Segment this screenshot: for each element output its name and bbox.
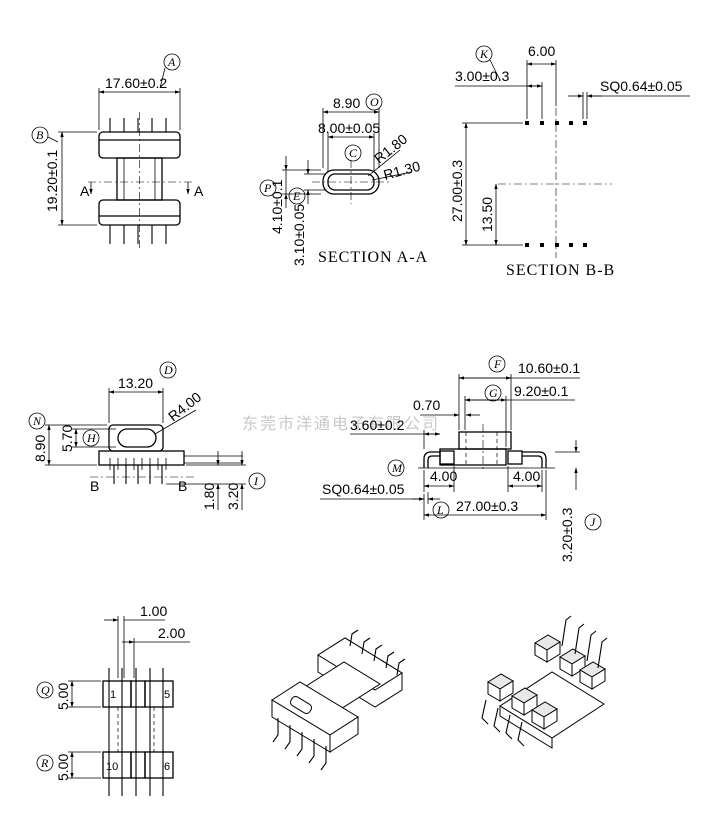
side-slot-width: 13.20 [118, 375, 153, 391]
pin-label-6: 6 [164, 761, 170, 773]
callout-h: H [86, 431, 97, 445]
isometric-bobbin [271, 629, 406, 771]
pin-side-view: 10.60±0.1 F 9.20±0.1 G 0.70 3.60±0.2 M 4… [320, 355, 602, 562]
callout-l: L [436, 503, 444, 517]
pin-label-10: 10 [106, 761, 118, 773]
pin-flange-width: 10.60±0.1 [518, 360, 580, 376]
pin-pitch-left: 4.00 [430, 468, 457, 484]
front-width-dim: 17.60±0.2 [105, 75, 167, 91]
section-mark-b-right: B [178, 478, 187, 494]
company-watermark: 东莞市洋通电子有限公司 [242, 414, 440, 433]
aa-r-inner: R1.30 [382, 158, 422, 183]
bb-pin-size: SQ0.64±0.05 [600, 78, 683, 94]
callout-n: N [32, 414, 42, 428]
pin-gap: 0.70 [413, 397, 440, 413]
section-bb-title: SECTION B-B [506, 262, 615, 279]
side-standoff: 1.80 [201, 483, 217, 510]
side-slot-height: 5.70 [59, 425, 75, 452]
front-height-dim: 19.20±0.1 [44, 150, 60, 212]
callout-o: O [370, 95, 379, 109]
callout-m: M [391, 461, 403, 475]
side-view: B B 13.20 D R4.00 8.90 N 5.70 H 1.80 3.2… [28, 361, 266, 510]
side-pin-length: 3.20 [225, 483, 241, 510]
pin-distance: 27.00±0.3 [456, 498, 518, 514]
side-height: 8.90 [32, 435, 48, 462]
callout-q: Q [41, 683, 50, 697]
bottom-pad-height-bottom: 5.00 [55, 754, 71, 781]
callout-c: C [349, 146, 358, 160]
callout-k: K [479, 47, 489, 61]
pin-inner-width: 9.20±0.1 [514, 383, 569, 399]
bottom-pin-width: 1.00 [140, 603, 167, 619]
callout-e: E [292, 189, 301, 203]
callout-g: G [489, 386, 498, 400]
callout-f: F [493, 357, 502, 371]
front-view: A A 17.60±0.2 A 19.20±0.1 B [31, 53, 204, 250]
bb-pin-offset: 3.00±0.3 [455, 68, 510, 84]
bb-pin-row-distance: 27.00±0.3 [449, 160, 465, 222]
isometric-bobbin-pins [481, 615, 608, 749]
section-mark-a-left: A [80, 183, 90, 199]
bb-half-distance: 13.50 [479, 197, 495, 232]
callout-p: P [263, 181, 272, 195]
callout-j: J [590, 515, 596, 529]
pin-label-5: 5 [164, 689, 170, 701]
bottom-view: 1 5 10 6 1.00 2.00 5.00 Q 5.00 R [36, 603, 190, 796]
aa-inner-height: 3.10±0.05 [291, 204, 307, 266]
pin-pitch-right: 4.00 [513, 468, 540, 484]
bottom-pin-pitch: 2.00 [158, 625, 185, 641]
section-aa-view: 8.90 O 8.00±0.05 C R1.80 R1.30 4.10±0.1 … [259, 93, 428, 266]
pin-label-1: 1 [110, 689, 116, 701]
pin-height: 3.20±0.3 [559, 507, 575, 562]
section-bb-view: 6.00 3.00±0.3 K SQ0.64±0.05 27.00±0.3 13… [449, 43, 690, 279]
side-radius: R4.00 [165, 389, 204, 425]
bb-pitch-span: 6.00 [528, 43, 555, 59]
callout-b: B [36, 128, 44, 142]
callout-d: D [163, 363, 173, 377]
aa-outer-height: 4.10±0.1 [269, 179, 285, 234]
callout-i: I [253, 474, 259, 488]
pin-side-pin-size: SQ0.64±0.05 [322, 481, 405, 497]
section-aa-title: SECTION A-A [318, 249, 428, 266]
bottom-pad-height-top: 5.00 [55, 683, 71, 710]
section-mark-b-left: B [90, 478, 99, 494]
callout-a: A [167, 55, 176, 69]
aa-inner-width: 8.00±0.05 [318, 120, 380, 136]
callout-r: R [40, 756, 49, 770]
aa-outer-width: 8.90 [333, 95, 360, 111]
pin-offset: 3.60±0.2 [350, 417, 405, 433]
section-mark-a-right: A [194, 183, 204, 199]
